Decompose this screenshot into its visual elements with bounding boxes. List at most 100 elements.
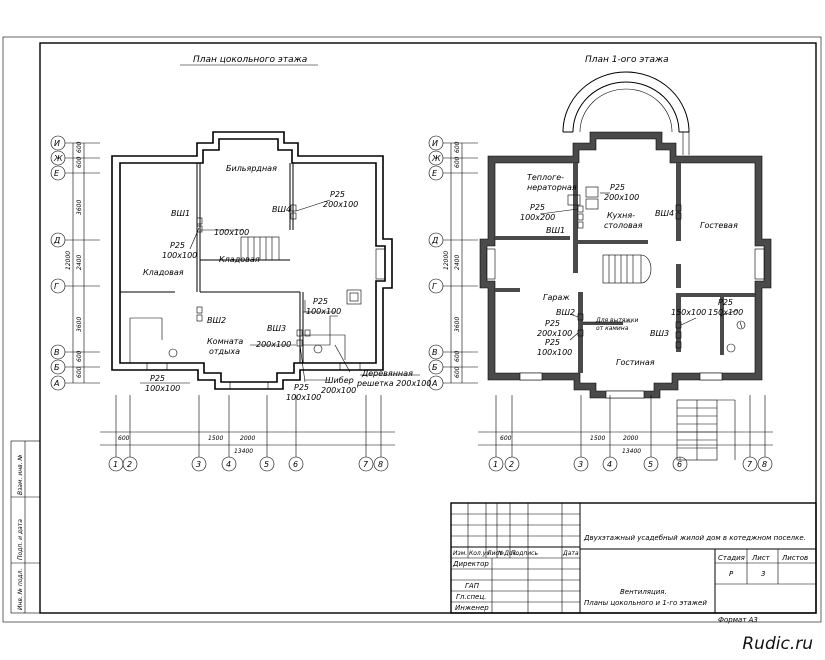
svg-text:2: 2 [509,460,514,469]
svg-text:6: 6 [293,460,298,469]
room-pantry: Кладовая [219,255,260,264]
svg-text:А: А [53,379,59,388]
svg-text:2400: 2400 [454,255,461,270]
svg-text:Ж: Ж [431,154,441,163]
svg-text:7: 7 [363,460,369,469]
svg-text:Ж: Ж [53,154,63,163]
svg-text:600: 600 [454,141,461,153]
first-floor-number-axes: 600 1500 2000 13400 1 2 3 4 5 6 7 8 [478,395,773,472]
svg-text:600: 600 [500,435,512,442]
svg-text:Лист: Лист [751,554,771,562]
svg-text:5: 5 [264,460,269,469]
first-floor-labels: Теплоге- нераторная Кухня- столовая Гост… [520,173,743,367]
svg-text:Р25: Р25 [545,338,560,347]
svg-text:Г: Г [54,282,59,291]
svg-text:И: И [432,139,438,148]
room-rest: Комната [207,337,243,346]
svg-text:Б: Б [54,363,60,372]
svg-text:решетка 200х100: решетка 200х100 [356,379,431,388]
svg-text:ГАП: ГАП [465,582,480,590]
svg-text:12000: 12000 [65,251,72,270]
svg-text:100х100: 100х100 [306,307,341,316]
side-stamp-vzam: Взам. инв. № [17,454,24,495]
svg-text:200х100: 200х100 [321,386,356,395]
room-garage: Гараж [543,293,570,302]
svg-text:12000: 12000 [443,251,450,270]
svg-text:Гл.спец.: Гл.спец. [456,593,486,601]
svg-text:И: И [54,139,60,148]
svg-text:Р25: Р25 [530,203,545,212]
svg-text:Р25: Р25 [150,374,165,383]
svg-text:600: 600 [454,366,461,378]
svg-text:3: 3 [578,460,583,469]
room-boiler: Теплоге- [527,173,564,182]
svg-text:А: А [431,379,437,388]
basement-letter-axes: И Ж Е Д Г В Б А 600 600 3600 2400 3600 6… [50,135,100,391]
room-kitchen2: столовая [604,221,643,230]
svg-text:100х200: 100х200 [520,213,555,222]
svg-text:100х100: 100х100 [537,348,572,357]
svg-text:7: 7 [747,460,753,469]
svg-text:Р25: Р25 [294,383,309,392]
basement-labels: Бильярдная Кладовая Кладовая Комната отд… [143,164,431,402]
svg-text:200х100: 200х100 [323,200,358,209]
svg-text:600: 600 [76,366,83,378]
svg-text:2400: 2400 [76,255,83,270]
svg-text:200х100: 200х100 [256,340,291,349]
site-watermark: Rudic.ru [742,634,813,654]
svg-text:Р25: Р25 [610,183,625,192]
svg-text:Р25: Р25 [313,297,328,306]
drawing-title-2: Планы цокольного и 1-го этажей [584,599,707,607]
svg-text:8: 8 [762,460,767,469]
svg-text:3600: 3600 [76,317,83,332]
svg-text:3600: 3600 [76,200,83,215]
basement-plan-title: План цокольного этажа [193,55,307,65]
svg-text:13400: 13400 [622,448,641,455]
room-storage: Кладовая [143,268,184,277]
basement-number-axes: 600 1500 2000 13400 1 2 3 4 5 6 7 8 [100,395,395,472]
first-floor-plan-title: План 1-ого этажа [585,55,669,65]
svg-text:ВШ4: ВШ4 [272,205,291,214]
svg-text:ВШ2: ВШ2 [556,308,575,317]
svg-text:2000: 2000 [623,435,638,442]
svg-text:Р25: Р25 [330,190,345,199]
svg-text:Д: Д [53,236,60,245]
svg-text:Изм.: Изм. [453,550,467,557]
svg-text:600: 600 [76,141,83,153]
svg-text:100х100: 100х100 [145,384,180,393]
side-stamp-podp: Подп. и дата [17,519,24,560]
svg-text:100х100: 100х100 [162,251,197,260]
svg-text:6: 6 [677,460,682,469]
svg-text:Шибер: Шибер [325,376,354,385]
svg-text:Р25: Р25 [170,241,185,250]
project-name: Двухэтажный усадебный жилой дом в котедж… [583,534,806,542]
sheet-outer-frame [2,36,822,623]
svg-text:Листов: Листов [781,554,808,562]
svg-text:Деревянная: Деревянная [361,369,413,378]
side-stamp-inv: Инв. № подл. [17,569,24,610]
svg-text:Е: Е [54,169,60,178]
svg-text:600: 600 [76,156,83,168]
room-billiard: Бильярдная [226,164,277,173]
room-boiler2: нераторная [527,183,577,192]
svg-text:Инженер: Инженер [455,604,489,612]
svg-text:ВШ1: ВШ1 [546,226,565,235]
svg-text:1: 1 [113,460,118,469]
svg-text:4: 4 [226,460,231,469]
svg-text:ВШ2: ВШ2 [207,316,226,325]
room-living: Гостиная [616,358,655,367]
room-rest2: отдыха [209,347,240,356]
svg-text:600: 600 [76,350,83,362]
svg-text:Подпись: Подпись [511,550,538,557]
svg-text:Д: Д [431,236,438,245]
svg-text:Дата: Дата [562,550,579,557]
svg-text:Для вытяжки: Для вытяжки [595,317,638,324]
svg-text:2: 2 [127,460,132,469]
svg-text:4: 4 [607,460,612,469]
basement-walls [111,131,420,390]
svg-text:100х100: 100х100 [286,393,321,402]
svg-text:ВШ1: ВШ1 [171,209,190,218]
svg-text:3: 3 [196,460,201,469]
svg-text:Стадия: Стадия [718,554,745,562]
room-guest: Гостевая [700,221,738,230]
